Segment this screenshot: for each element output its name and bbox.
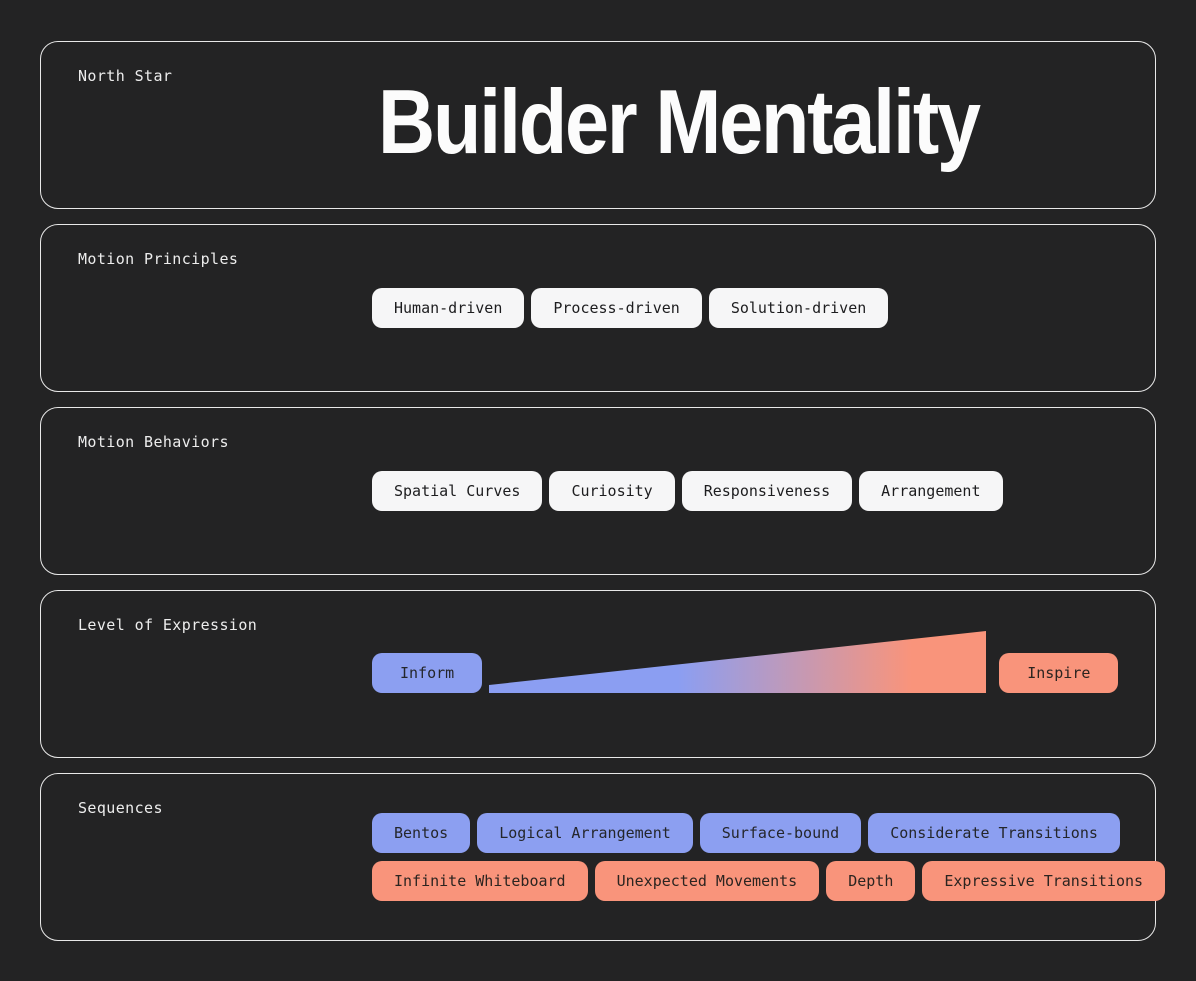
- pill-logical-arrangement[interactable]: Logical Arrangement: [477, 813, 693, 853]
- principles-board: North Star Builder Mentality Motion Prin…: [40, 41, 1166, 956]
- pill-surface-bound[interactable]: Surface-bound: [699, 813, 862, 853]
- pill-spatial-curves[interactable]: Spatial Curves: [372, 471, 543, 511]
- pill-infinite-whiteboard[interactable]: Infinite Whiteboard: [372, 861, 588, 901]
- section-level-of-expression: Level of Expression Inform Inspire: [40, 590, 1156, 758]
- motion-behaviors-row: Spatial Curves Curiosity Responsiveness …: [372, 471, 1003, 511]
- pill-considerate-transitions[interactable]: Considerate Transitions: [868, 813, 1120, 853]
- pill-inspire[interactable]: Inspire: [999, 653, 1119, 693]
- pill-responsiveness[interactable]: Responsiveness: [681, 471, 853, 511]
- pill-depth[interactable]: Depth: [826, 861, 916, 901]
- section-label-motion-principles: Motion Principles: [78, 250, 239, 268]
- pill-solution-driven[interactable]: Solution-driven: [708, 288, 889, 328]
- section-sequences: Sequences Bentos Logical Arrangement Sur…: [40, 773, 1166, 941]
- expression-gradient-wedge: [489, 631, 987, 693]
- pill-expressive-transitions[interactable]: Expressive Transitions: [922, 861, 1166, 901]
- motion-principles-row: Human-driven Process-driven Solution-dri…: [372, 288, 889, 328]
- page-title: Builder Mentality: [378, 72, 981, 173]
- expression-scale: Inform Inspire: [372, 631, 1119, 693]
- section-label-motion-behaviors: Motion Behaviors: [78, 433, 229, 451]
- pill-unexpected-movements[interactable]: Unexpected Movements: [594, 861, 820, 901]
- pill-inform[interactable]: Inform: [372, 653, 483, 693]
- sequences-blue-row: Bentos Logical Arrangement Surface-bound…: [372, 813, 1165, 853]
- section-motion-behaviors: Motion Behaviors Spatial Curves Curiosit…: [40, 407, 1156, 575]
- pill-human-driven[interactable]: Human-driven: [372, 288, 525, 328]
- section-label-level-of-expression: Level of Expression: [78, 616, 258, 634]
- pill-curiosity[interactable]: Curiosity: [549, 471, 675, 511]
- section-motion-principles: Motion Principles Human-driven Process-d…: [40, 224, 1156, 392]
- pill-arrangement[interactable]: Arrangement: [859, 471, 1003, 511]
- sequences-rows: Bentos Logical Arrangement Surface-bound…: [372, 813, 1166, 901]
- sequences-orange-row: Infinite Whiteboard Unexpected Movements…: [372, 861, 1166, 901]
- pill-bentos[interactable]: Bentos: [372, 813, 471, 853]
- section-north-star: North Star Builder Mentality: [40, 41, 1156, 209]
- section-label-north-star: North Star: [78, 67, 173, 85]
- pill-process-driven[interactable]: Process-driven: [531, 288, 702, 328]
- section-label-sequences: Sequences: [78, 799, 163, 817]
